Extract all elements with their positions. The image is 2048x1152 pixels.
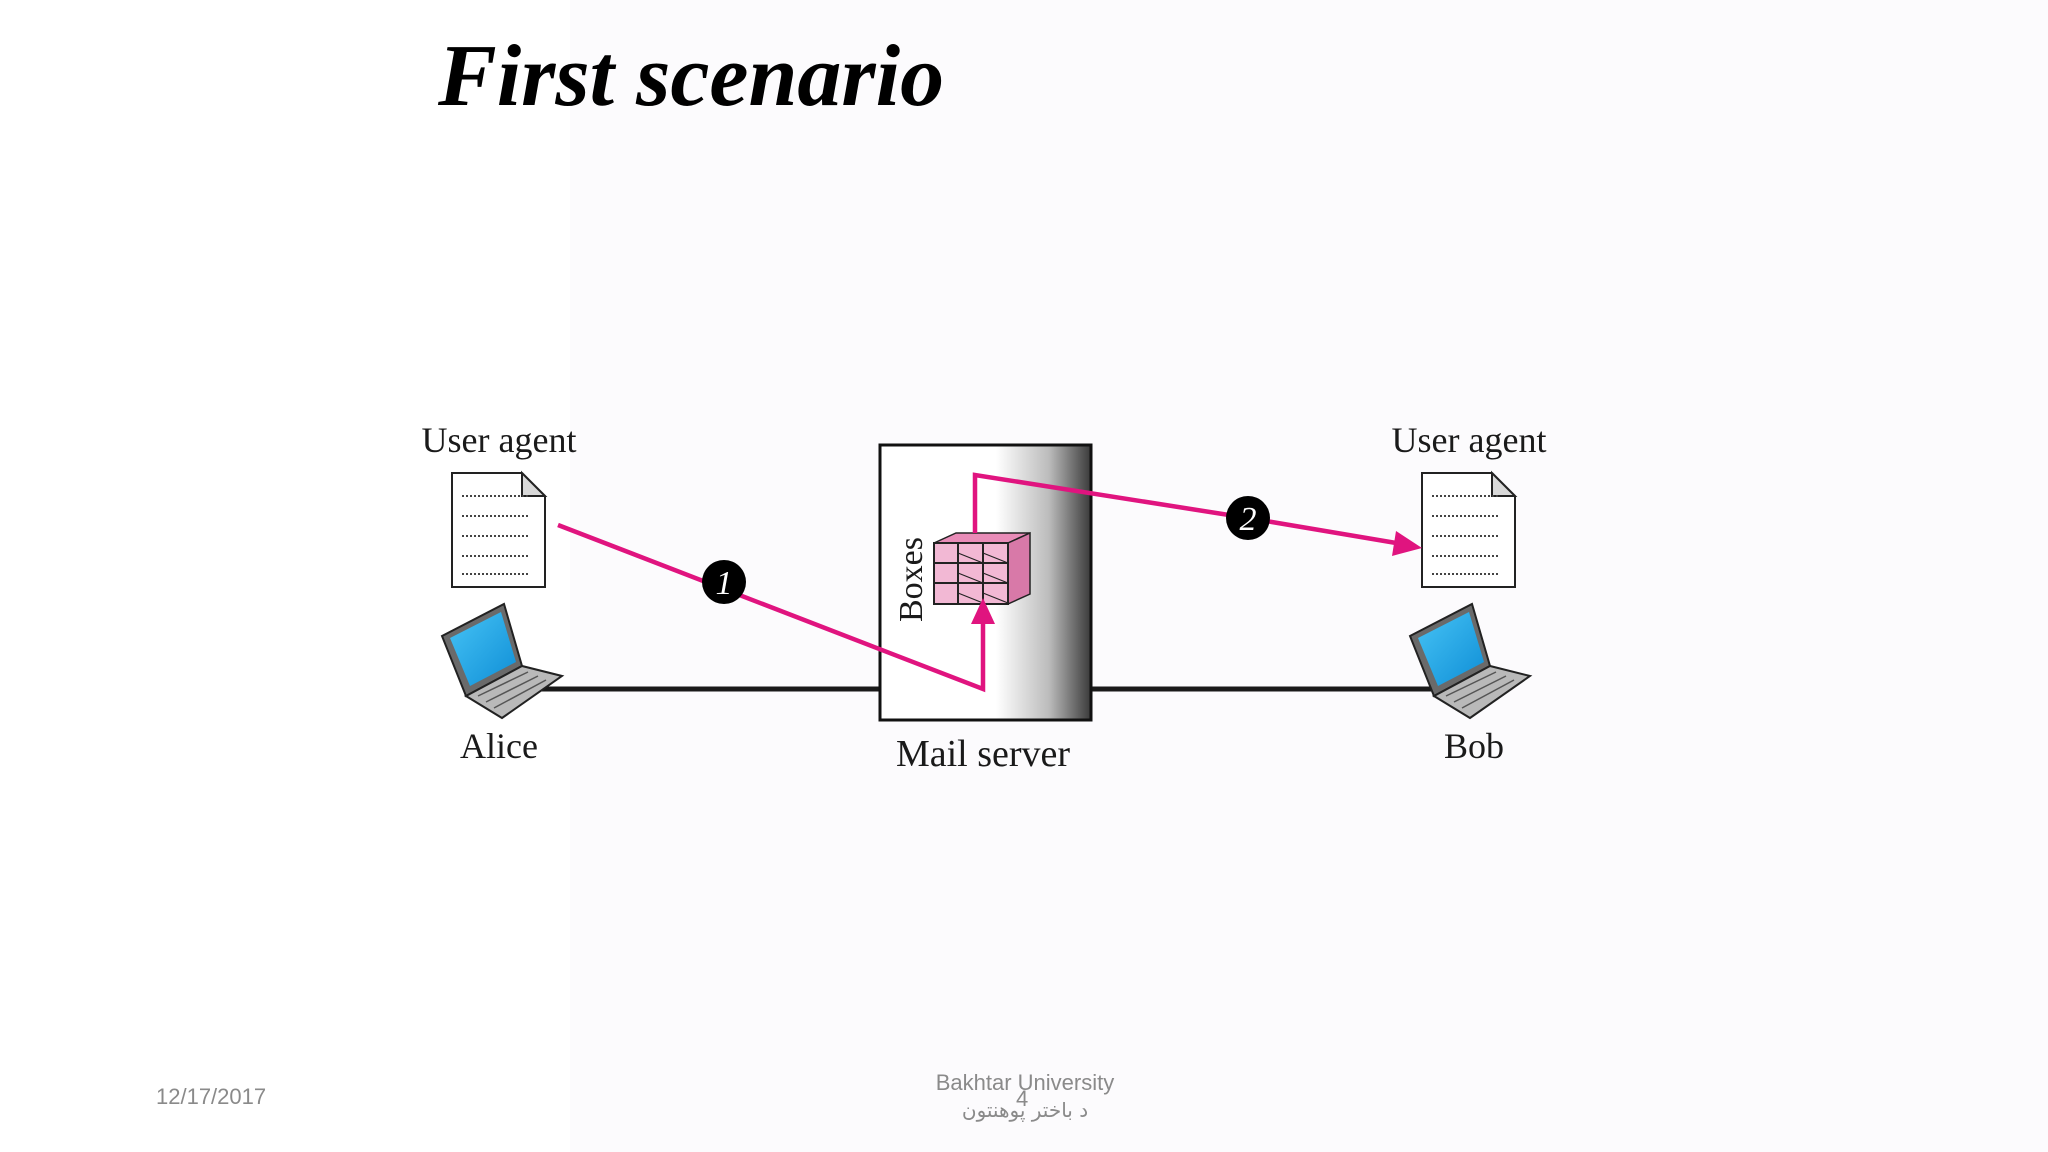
- page-number: 4: [1016, 1086, 1029, 1111]
- step-badge-1: 1: [702, 560, 746, 604]
- step-2-number: 2: [1240, 501, 1257, 538]
- step-1-arrow: [557, 522, 995, 693]
- right-user-agent-label: User agent: [1392, 420, 1547, 460]
- boxes-label: Boxes: [893, 537, 930, 622]
- step-badge-2: 2: [1226, 496, 1270, 540]
- left-user-agent-label: User agent: [422, 420, 577, 460]
- mail-server-label: Mail server: [896, 733, 1070, 775]
- document-icon: [1421, 470, 1518, 588]
- bob-label: Bob: [1444, 726, 1504, 766]
- laptop-icon: [440, 602, 565, 720]
- footer-org-name: Bakhtar University: [935, 1070, 1115, 1095]
- mailbox-grid-icon: [933, 531, 1031, 606]
- slide-title: First scenario: [438, 28, 945, 125]
- footer-date: 12/17/2017: [156, 1084, 267, 1109]
- step-1-number: 1: [716, 565, 733, 602]
- slide-background: [570, 0, 2048, 1152]
- laptop-icon: [1408, 602, 1533, 720]
- alice-label: Alice: [460, 726, 538, 766]
- document-icon: [451, 470, 548, 588]
- footer-org-name-pashto: د باختر پوهنتون: [961, 1098, 1089, 1122]
- step-2-arrow: [972, 472, 1422, 556]
